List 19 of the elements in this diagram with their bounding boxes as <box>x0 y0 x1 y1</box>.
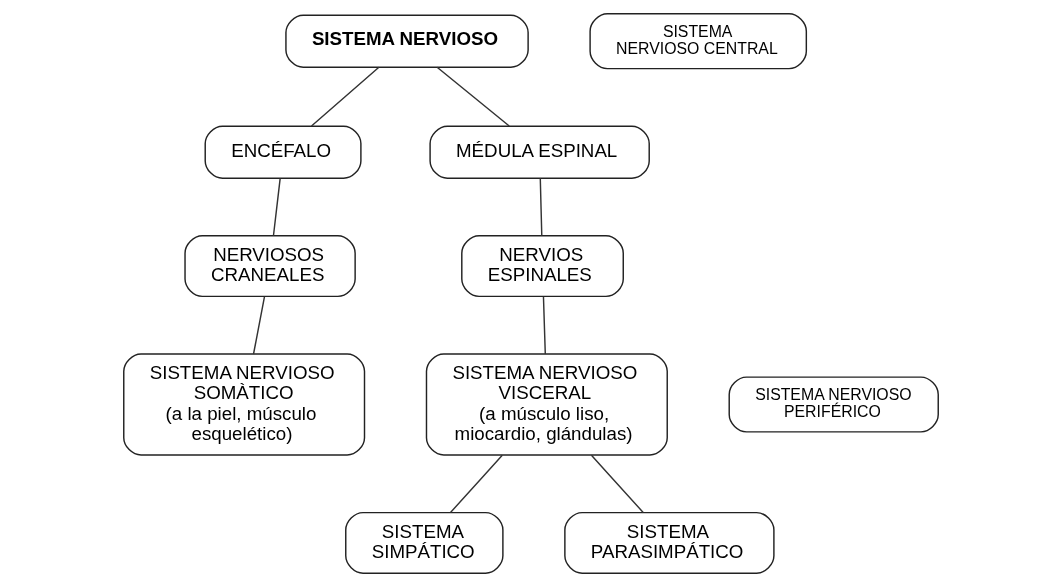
node-box: SISTEMA PARASIMPÁTICO <box>564 511 775 574</box>
node-box: SISTEMA NERVIOSO <box>285 14 529 68</box>
node-box: SISTEMA NERVIOSO SOMÀTICO (a la piel, músculo esquelético) <box>123 353 366 456</box>
connector <box>252 296 266 355</box>
node-box: SISTEMA SIMPÁTICO <box>345 511 504 574</box>
connector <box>436 66 510 127</box>
node-box: SISTEMA NERVIOSO PERIFÉRICO <box>728 376 939 433</box>
node-box: NERVIOS ESPINALES <box>461 235 624 298</box>
node-box: NERVIOSOS CRANEALES <box>184 235 356 298</box>
connector <box>272 177 281 237</box>
connector <box>310 66 380 127</box>
node-box: SISTEMA NERVIOSO CENTRAL <box>589 13 808 70</box>
node-box: ENCÉFALO <box>204 125 362 179</box>
node-box: SISTEMA NERVIOSO VISCERAL (a músculo liso, miocardio, glándulas) <box>425 353 668 456</box>
connector <box>449 454 503 514</box>
node-box: MÉDULA ESPINAL <box>429 125 650 179</box>
connector <box>539 177 543 237</box>
connector <box>542 296 546 355</box>
connector <box>590 454 644 514</box>
